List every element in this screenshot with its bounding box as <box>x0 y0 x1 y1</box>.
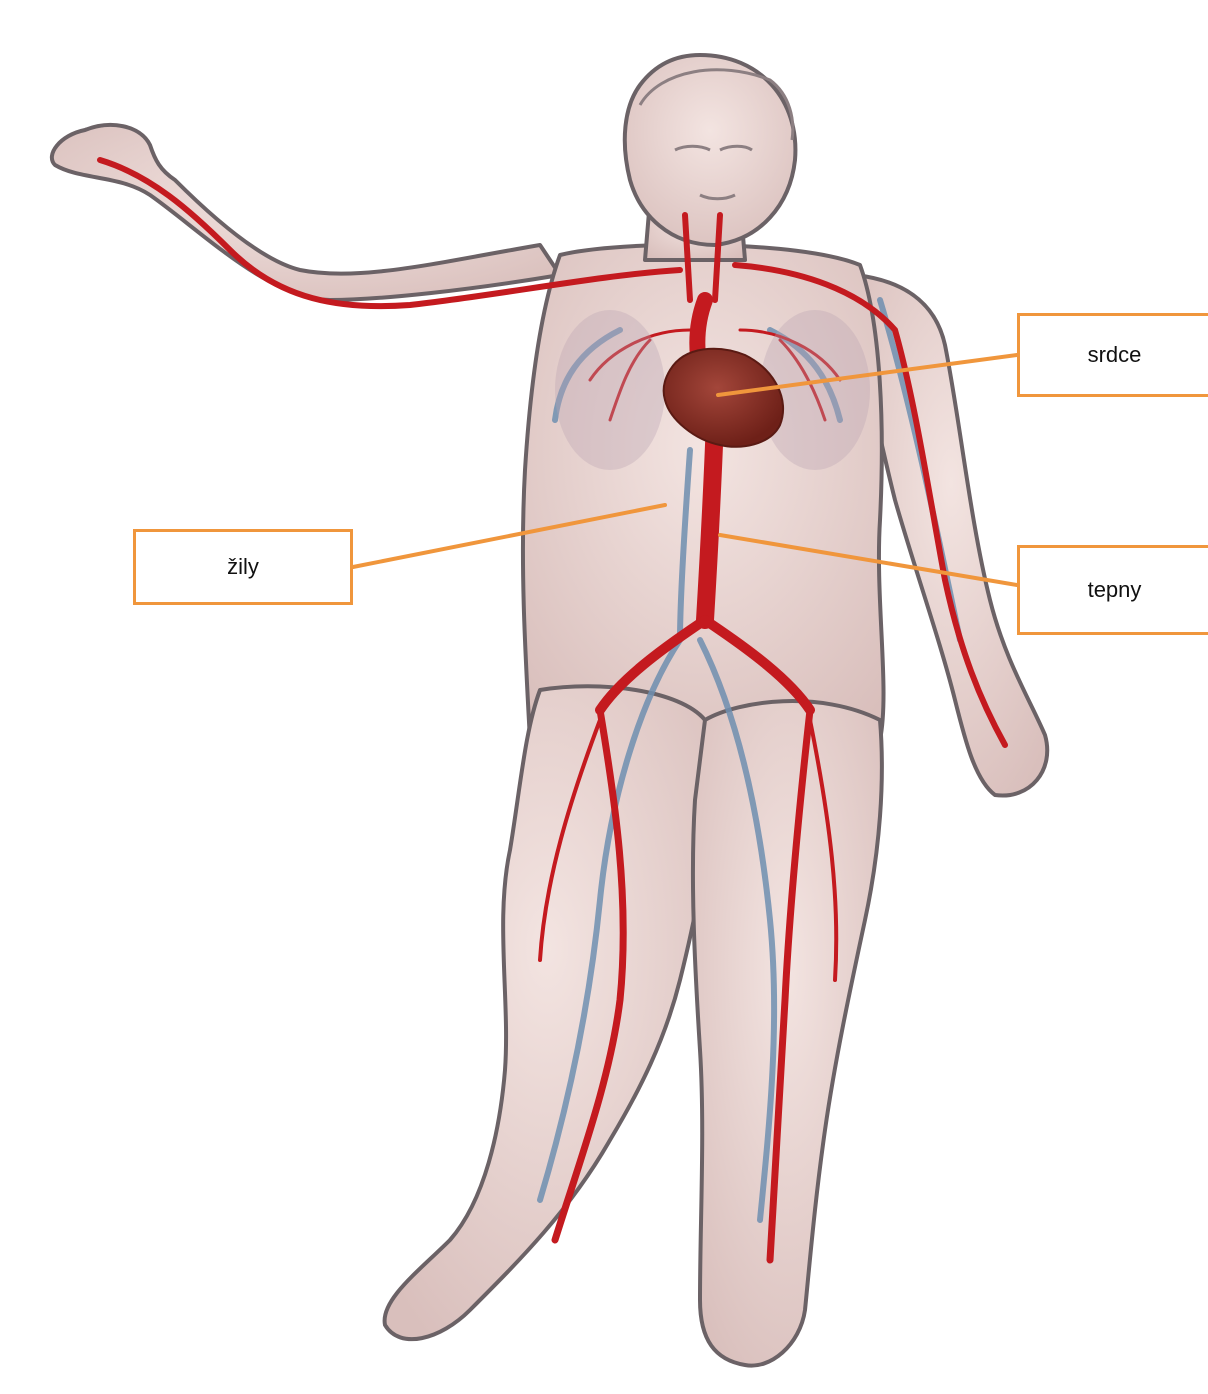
raised-arm <box>52 125 560 300</box>
label-veins-text: žily <box>227 554 259 580</box>
label-heart-text: srdce <box>1088 342 1142 368</box>
label-arteries-text: tepny <box>1088 577 1142 603</box>
leg-left <box>385 686 711 1339</box>
label-heart: srdce <box>1017 313 1208 397</box>
label-veins: žily <box>133 529 353 605</box>
head <box>625 55 796 245</box>
leg-right <box>693 701 882 1366</box>
label-arteries: tepny <box>1017 545 1208 635</box>
